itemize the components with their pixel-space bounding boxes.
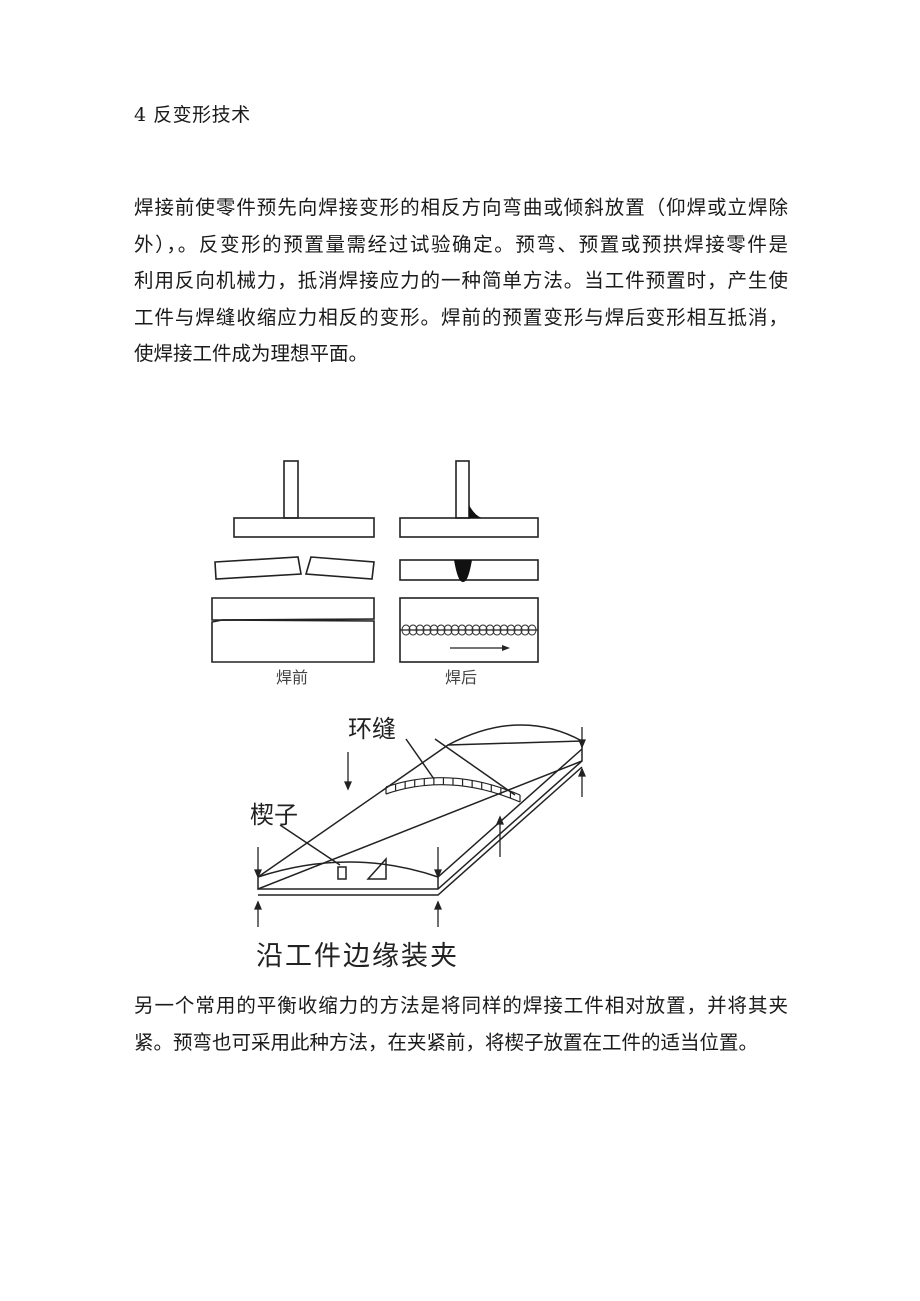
paragraph-method: 另一个常用的平衡收缩力的方法是将同样的焊接工件相对放置，并将其夹 紧。预弯也可采… bbox=[134, 988, 788, 1061]
label-ring-seam: 环缝 bbox=[348, 715, 396, 743]
paragraph-line: 外），。反变形的预置量需经过试验确定。预弯、预置或预拱焊接零件是 bbox=[134, 232, 788, 256]
clamp-arrows bbox=[254, 727, 586, 927]
label-wedge: 楔子 bbox=[250, 801, 298, 829]
section-heading: 4 反变形技术 bbox=[134, 104, 251, 126]
label-after: 焊后 bbox=[445, 668, 477, 686]
after-web-plate bbox=[455, 460, 470, 519]
clamping-diagram: 环缝 楔子 沿工件边缘装夹 bbox=[250, 715, 586, 972]
before-web-plate bbox=[283, 460, 299, 519]
label-before: 焊前 bbox=[276, 668, 308, 686]
paragraph-line: 使焊接工件成为理想平面。 bbox=[134, 342, 369, 365]
plate-arch bbox=[447, 724, 583, 746]
figure-caption: 沿工件边缘装夹 bbox=[256, 941, 459, 972]
butt-weld-mark bbox=[454, 560, 472, 583]
paragraph-line: 焊接前使零件预先向焊接变形的相反方向弯曲或倾斜放置（仰焊或立焊除 bbox=[134, 196, 788, 219]
paragraph-line: 另一个常用的平衡收缩力的方法是将同样的焊接工件相对放置，并将其夹 bbox=[134, 994, 788, 1017]
paragraph-line: 利用反向机械力，抵消焊接应力的一种简单方法。当工件预置时，产生使 bbox=[134, 269, 788, 292]
before-right-plate bbox=[304, 556, 375, 580]
paragraph-line: 紧。预弯也可采用此种方法，在夹紧前，将楔子放置在工件的适当位置。 bbox=[134, 1030, 759, 1054]
direction-arrow-icon bbox=[502, 645, 510, 651]
paragraph-intro: 焊接前使零件预先向焊接变形的相反方向弯曲或倾斜放置（仰焊或立焊除 外），。反变形… bbox=[134, 190, 788, 373]
welding-deformation-diagram: 焊前 焊后 bbox=[211, 460, 539, 687]
paragraph-line: 工件与焊缝收缩应力相反的变形。焊前的预置变形与焊后变形相互抵消， bbox=[134, 305, 788, 329]
weld-bead bbox=[401, 624, 537, 636]
before-left-plate bbox=[214, 556, 302, 580]
before-lower-plate bbox=[211, 619, 375, 663]
after-base-plate bbox=[399, 517, 539, 538]
ring-seam-hatch bbox=[385, 777, 521, 802]
fillet-weld-mark bbox=[469, 505, 482, 518]
plate-top-edge bbox=[257, 740, 583, 878]
figure-clamping-wedges: 环缝 楔子 沿工件边缘装夹 bbox=[210, 697, 712, 973]
before-upper-plate bbox=[211, 597, 375, 621]
figure-before-after-welding: 焊前 焊后 bbox=[210, 458, 644, 687]
plate-front-edge bbox=[257, 748, 583, 878]
before-base-plate bbox=[233, 517, 375, 538]
